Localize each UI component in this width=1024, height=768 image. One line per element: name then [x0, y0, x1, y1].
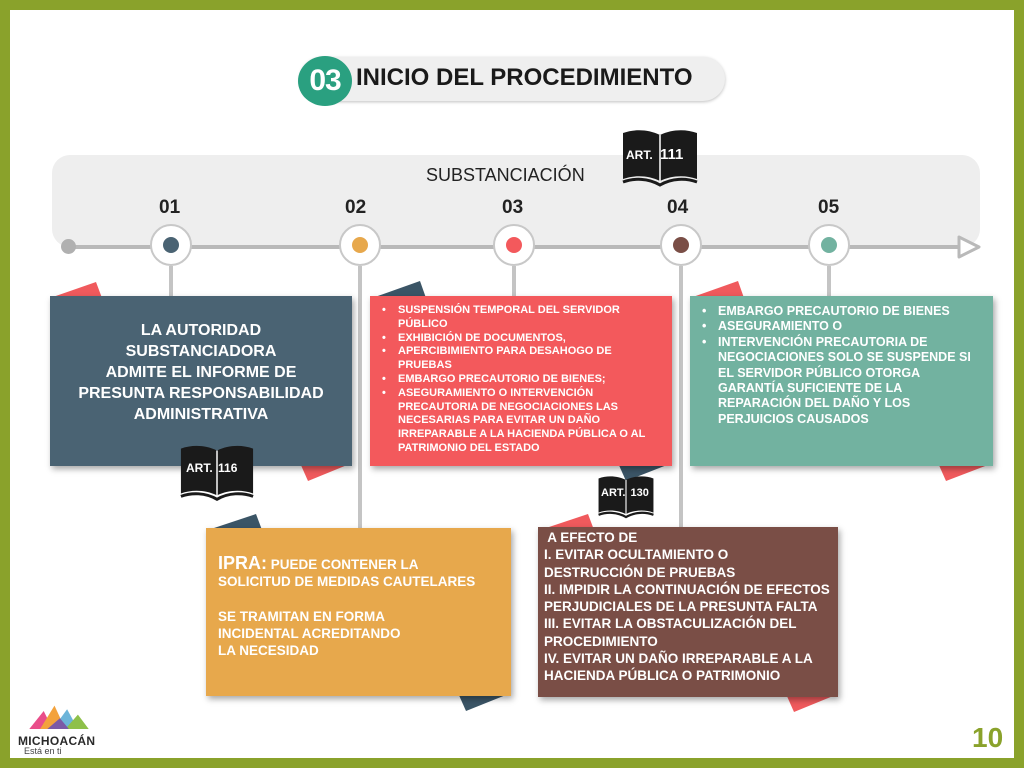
decorative-flag — [300, 463, 352, 481]
step-number-03: 03 — [502, 197, 524, 218]
card-text: I. EVITAR OCULTAMIENTO O DESTRUCCIÓN DE … — [544, 547, 736, 580]
logo-tagline: Está en ti — [24, 746, 62, 756]
card-line: ADMITE EL INFORME DE — [105, 364, 297, 381]
article-prefix: ART. — [601, 487, 626, 499]
decorative-flag — [938, 463, 993, 481]
article-number: 130 — [630, 487, 649, 499]
frame-right — [1014, 0, 1024, 768]
timeline-node-04 — [660, 224, 702, 266]
decorative-flag — [690, 281, 744, 298]
book-icon — [622, 130, 698, 187]
card-text: III. EVITAR LA OBSTACULIZACIÓN DEL PROCE… — [544, 616, 797, 649]
section-number: 03 — [298, 56, 352, 106]
node-dot — [352, 237, 368, 253]
title-bar — [300, 57, 725, 101]
connector-02 — [358, 266, 362, 528]
card-text: LA NECESIDAD — [218, 643, 319, 659]
node-dot — [821, 237, 837, 253]
list-item: INTERVENCIÓN PRECAUTORIA DE NEGOCIACIONE… — [702, 335, 983, 427]
timeline-label: SUBSTANCIACIÓN — [426, 165, 585, 185]
decorative-flag — [372, 281, 426, 298]
node-dot — [506, 237, 522, 253]
decorative-flag — [618, 463, 672, 481]
bullet-list: EMBARGO PRECAUTORIO DE BIENES ASEGURAMIE… — [698, 304, 983, 427]
card-step-01: LA AUTORIDAD SUBSTANCIADORA ADMITE EL IN… — [50, 296, 352, 466]
decorative-flag — [786, 694, 838, 712]
node-dot — [673, 237, 689, 253]
card-step-05: EMBARGO PRECAUTORIO DE BIENES ASEGURAMIE… — [690, 296, 993, 466]
article-130-label: ART. 130 — [601, 487, 649, 499]
timeline-node-01 — [150, 224, 192, 266]
michoacan-logo-icon — [29, 705, 89, 729]
frame-left — [0, 0, 10, 768]
card-paragraph: IPRA: PUEDE CONTENER LA — [218, 553, 501, 573]
connector-04 — [679, 266, 683, 528]
article-prefix: ART. — [626, 148, 653, 162]
list-item: EMBARGO PRECAUTORIO DE BIENES; — [382, 373, 662, 387]
timeline-node-05 — [808, 224, 850, 266]
node-dot — [163, 237, 179, 253]
frame-top — [0, 0, 1024, 10]
article-prefix: ART. — [186, 461, 213, 475]
card-step-03: SUSPENSIÓN TEMPORAL DEL SERVIDOR PÚBLICO… — [370, 296, 672, 466]
list-item: SUSPENSIÓN TEMPORAL DEL SERVIDOR PÚBLICO — [382, 304, 662, 332]
page-title: INICIO DEL PROCEDIMIENTO — [356, 64, 693, 91]
card-text: A EFECTO DE — [544, 530, 638, 545]
timeline-node-03 — [493, 224, 535, 266]
article-number: 116 — [218, 461, 238, 475]
step-number-04: 04 — [667, 197, 689, 218]
card-spacer — [218, 591, 501, 608]
logo-name: MICHOACÁN — [18, 734, 96, 748]
article-116-label: ART. 116 — [186, 461, 237, 475]
card-line: PRESUNTA RESPONSABILIDAD — [78, 385, 324, 402]
decorative-flag — [50, 282, 102, 298]
list-item: ASEGURAMIENTO O INTERVENCIÓN PRECAUTORIA… — [382, 387, 662, 456]
card-text: INCIDENTAL ACREDITANDO — [218, 625, 401, 641]
decorative-flag — [208, 514, 262, 530]
list-item: APERCIBIMIENTO PARA DESAHOGO DE PRUEBAS — [382, 345, 662, 373]
timeline-start-dot — [61, 239, 76, 254]
page-number: 10 — [972, 722, 1004, 753]
step-number-01: 01 — [159, 197, 181, 218]
decorative-flag — [540, 514, 594, 530]
ipra-label: IPRA: — [218, 553, 267, 573]
card-line: ADMINISTRATIVA — [133, 406, 269, 423]
list-item: EMBARGO PRECAUTORIO DE BIENES — [702, 304, 983, 320]
article-number: 111 — [660, 146, 684, 163]
decorative-flag — [458, 693, 511, 711]
connector-01 — [169, 266, 173, 296]
card-text: SOLICITUD DE MEDIDAS CAUTELARES — [218, 574, 476, 590]
card-step-04: A EFECTO DE I. EVITAR OCULTAMIENTO O DES… — [538, 527, 838, 697]
card-line: SUBSTANCIADORA — [125, 343, 277, 360]
book-icon — [180, 445, 254, 502]
list-item: ASEGURAMIENTO O — [702, 319, 983, 335]
timeline-node-02 — [339, 224, 381, 266]
book-icon — [598, 476, 654, 519]
step-number-05: 05 — [818, 197, 840, 218]
bullet-list: SUSPENSIÓN TEMPORAL DEL SERVIDOR PÚBLICO… — [378, 304, 662, 456]
card-text: IV. EVITAR UN DAÑO IRREPARABLE A LA HACI… — [544, 651, 813, 684]
article-111-label: ART. 111 — [626, 146, 683, 163]
card-text: II. IMPIDIR LA CONTINUACIÓN DE EFECTOS P… — [544, 581, 830, 615]
step-number-02: 02 — [345, 197, 367, 218]
card-line: LA AUTORIDAD — [140, 322, 262, 339]
connector-05 — [827, 266, 831, 296]
frame-bottom — [0, 758, 1024, 768]
list-item: EXHIBICIÓN DE DOCUMENTOS, — [382, 332, 662, 346]
connector-03 — [512, 266, 516, 296]
card-step-02: IPRA: PUEDE CONTENER LA SOLICITUD DE MED… — [206, 528, 511, 696]
arrow-right-icon — [957, 235, 981, 259]
card-text: PUEDE CONTENER LA — [267, 557, 419, 572]
card-text: SE TRAMITAN EN FORMA — [218, 608, 385, 624]
